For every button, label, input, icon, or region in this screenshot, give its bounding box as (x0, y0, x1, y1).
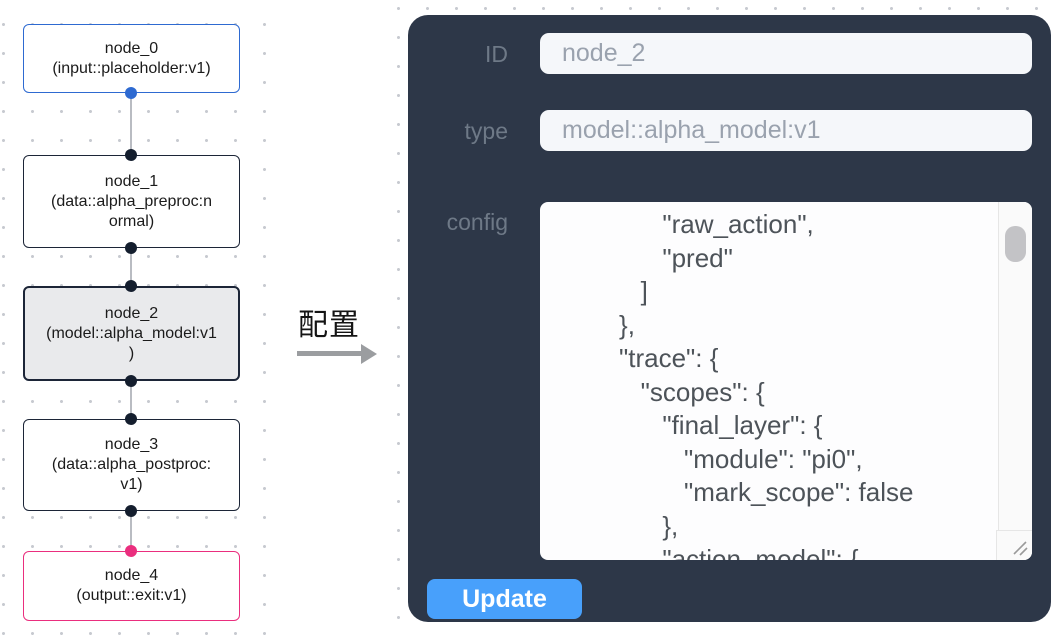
flow-node-node_3[interactable]: node_3 (data::alpha_postproc: v1) (23, 419, 240, 511)
id-label: ID (485, 41, 508, 67)
port-node1-output[interactable] (125, 242, 137, 254)
port-node2-output[interactable] (125, 375, 137, 387)
edge-node1-node2 (130, 248, 132, 286)
type-label: type (464, 118, 508, 144)
port-node3-output[interactable] (125, 505, 137, 517)
flow-canvas[interactable]: node_0 (input::placeholder:v1) node_1 (d… (0, 0, 268, 643)
node-label: node_2 (model::alpha_model:v1 ) (46, 304, 217, 362)
config-label: config (446, 209, 508, 235)
port-node1-input[interactable] (125, 149, 137, 161)
node-label: node_4 (output::exit:v1) (76, 567, 187, 604)
node-config-panel: ID type config "raw_action", "pred" ] },… (408, 15, 1051, 622)
edge-node2-node3 (130, 381, 132, 419)
node-label: node_1 (data::alpha_preproc:n ormal) (51, 172, 212, 230)
configure-label: 配置 (298, 309, 360, 342)
flow-node-node_4[interactable]: node_4 (output::exit:v1) (23, 551, 240, 621)
update-button[interactable]: Update (427, 579, 582, 619)
edge-node0-node1 (130, 93, 132, 155)
detail-canvas: ID type config "raw_action", "pred" ] },… (395, 0, 1062, 643)
node-label: node_0 (input::placeholder:v1) (52, 39, 211, 77)
id-input[interactable] (540, 33, 1032, 74)
node-label: node_3 (data::alpha_postproc: v1) (51, 436, 212, 493)
config-scrollbar-thumb[interactable] (1005, 226, 1026, 262)
flow-node-node_2-selected[interactable]: node_2 (model::alpha_model:v1 ) (23, 286, 240, 381)
port-node3-input[interactable] (125, 413, 137, 425)
config-scrollbar[interactable] (998, 202, 1032, 530)
edge-node3-node4 (130, 511, 132, 551)
flow-node-node_0[interactable]: node_0 (input::placeholder:v1) (23, 24, 240, 93)
port-node2-input[interactable] (125, 280, 137, 292)
port-node0-output[interactable] (125, 87, 137, 99)
config-json-text: "raw_action", "pred" ] }, "trace": { "sc… (619, 209, 914, 560)
configure-annotation: 配置 (290, 300, 390, 370)
type-input[interactable] (540, 110, 1032, 151)
textarea-resize-handle[interactable] (996, 530, 1032, 560)
port-node4-input[interactable] (125, 545, 137, 557)
config-textarea[interactable]: "raw_action", "pred" ] }, "trace": { "sc… (540, 202, 1032, 560)
flow-node-node_1[interactable]: node_1 (data::alpha_preproc:n ormal) (23, 155, 240, 248)
